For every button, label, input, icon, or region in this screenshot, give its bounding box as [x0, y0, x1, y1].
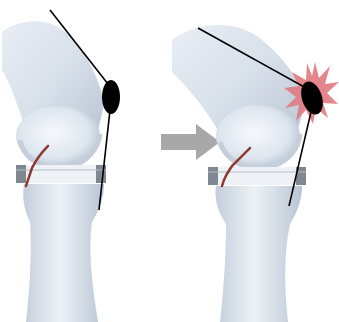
patella	[102, 80, 120, 114]
patellar-tendon	[99, 110, 110, 210]
tibia-bone	[215, 186, 302, 322]
tibia-bone	[23, 184, 104, 322]
meniscus-edge	[96, 165, 106, 183]
meniscus-edge	[16, 165, 26, 183]
knee-normal	[2, 10, 120, 322]
right-arrow-icon	[161, 124, 220, 160]
meniscus-edge	[208, 167, 218, 185]
knee-pain	[172, 25, 339, 322]
